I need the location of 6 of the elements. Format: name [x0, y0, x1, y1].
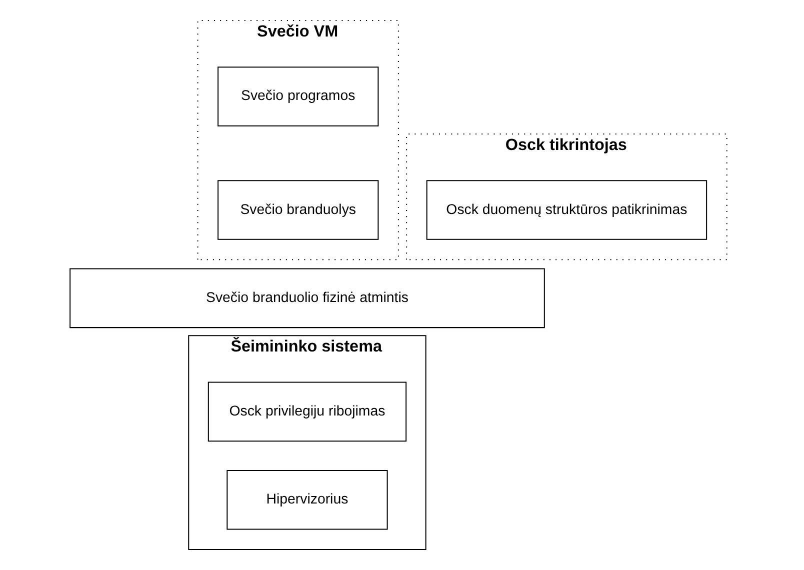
node-box: Svečio programos	[217, 66, 378, 126]
node-box: Svečio branduolio fizinė atmintis	[69, 268, 544, 328]
node-box: Osck duomenų struktūros patikrinimas	[426, 180, 707, 240]
node-box: Osck privilegiju ribojimas	[207, 382, 406, 442]
node-box: Svečio branduolys	[217, 180, 378, 240]
node-box: Hipervizorius	[226, 470, 388, 530]
